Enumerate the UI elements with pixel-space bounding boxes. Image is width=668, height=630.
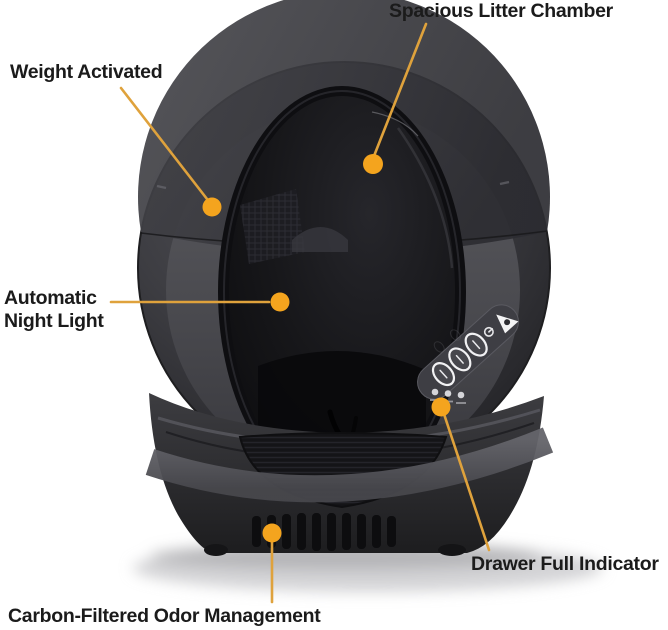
interior-step xyxy=(292,227,348,252)
embossed-ghost-icons xyxy=(433,329,461,353)
annotation-label-drawer-full-indicator: Drawer Full Indicator xyxy=(471,553,659,575)
base-accent-band xyxy=(145,427,554,503)
foot-left xyxy=(204,544,228,556)
interior-mesh-screen xyxy=(240,189,305,264)
annotation-label-automatic-night-light: Automatic Night Light xyxy=(4,287,104,332)
foot-right xyxy=(438,544,466,556)
carbon-filter-vent-slots xyxy=(252,513,396,551)
annotation-label-spacious-litter-chamber: Spacious Litter Chamber xyxy=(389,0,613,22)
panel-button-micro-text xyxy=(439,340,481,379)
annotation-label-carbon-filtered-odor-management: Carbon-Filtered Odor Management xyxy=(8,605,321,627)
control-panel xyxy=(417,304,519,404)
power-icon xyxy=(483,326,494,337)
annotation-label-weight-activated: Weight Activated xyxy=(10,61,163,83)
